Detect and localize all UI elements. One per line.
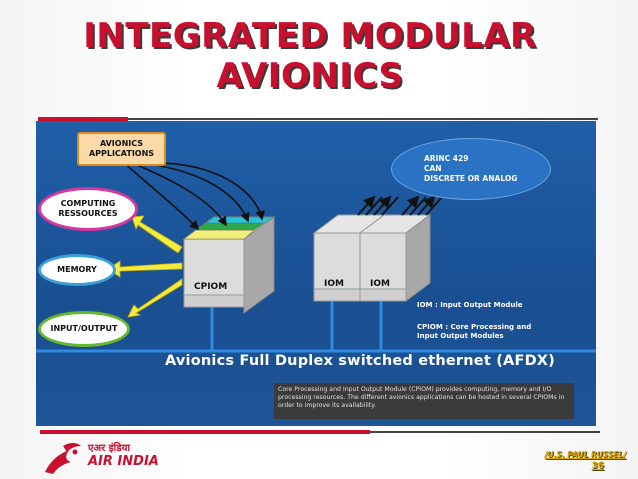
applications-line-1: AVIONICS — [99, 139, 144, 148]
iom-label-2: IOM — [370, 279, 390, 289]
slide-title: INTEGRATED MODULAR AVIONICS — [30, 16, 590, 96]
arinc-line-1: ARINC 429 — [424, 154, 469, 163]
top-divider — [38, 117, 598, 121]
legend-cpiom-line-2: Input Output Modules — [417, 332, 504, 340]
computing-line-1: COMPUTING — [60, 199, 116, 208]
arinc-line-3: DISCRETE OR ANALOG — [424, 174, 518, 183]
author-credit: /U.S. PAUL RUSSEL/ — [544, 450, 626, 459]
applications-line-2: APPLICATIONS — [88, 149, 155, 158]
top-divider-accent — [38, 117, 128, 121]
cpiom-note: Core Processing and Input Output Module … — [274, 383, 574, 419]
io-arrows — [357, 195, 443, 216]
title-line-2: AVIONICS — [216, 56, 404, 96]
page-number: 36 — [591, 461, 604, 471]
iom-label-1: IOM — [324, 279, 344, 289]
memory-oval: MEMORY — [38, 254, 116, 286]
computing-line-2: RESSOURCES — [58, 209, 118, 218]
bottom-divider — [40, 430, 600, 434]
iom-module-2 — [358, 214, 432, 302]
ima-diagram: AVIONICS APPLICATIONS COMPUTING RESSOURC… — [36, 121, 596, 426]
legend-iom: IOM : Input Output Module — [417, 301, 523, 309]
interfaces-oval: ARINC 429 CAN DISCRETE OR ANALOG — [391, 138, 551, 200]
logo-english-text: AIR INDIA — [88, 454, 159, 469]
memory-label: MEMORY — [57, 265, 97, 274]
cpiom-label: CPIOM — [194, 282, 228, 292]
air-india-logo: एअर इंडिया AIR INDIA — [41, 437, 181, 479]
resource-arrows — [107, 215, 183, 318]
application-arrows — [123, 162, 266, 231]
input-output-label: INPUT/OUTPUT — [50, 324, 118, 333]
legend-cpiom-line-1: CPIOM : Core Processing and — [417, 323, 532, 331]
afdx-label: Avionics Full Duplex switched ethernet (… — [165, 353, 556, 369]
avionics-applications-box: AVIONICS APPLICATIONS — [77, 132, 166, 166]
logo-hindi-text: एअर इंडिया — [88, 443, 130, 454]
input-output-oval: INPUT/OUTPUT — [38, 311, 130, 347]
diagram-graphics — [36, 162, 596, 353]
computing-resources-oval: COMPUTING RESSOURCES — [38, 187, 138, 231]
title-line-1: INTEGRATED MODULAR — [83, 16, 537, 56]
arinc-line-2: CAN — [424, 164, 442, 173]
bottom-divider-accent — [40, 430, 370, 434]
centaur-logo-icon — [45, 443, 81, 474]
cpiom-module — [182, 216, 276, 314]
